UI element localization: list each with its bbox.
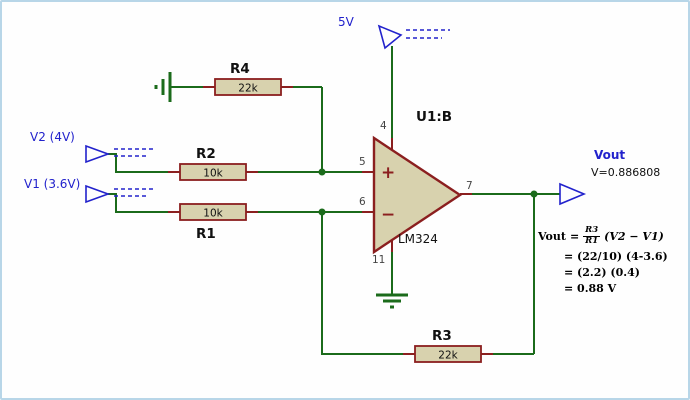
fraction-denominator: R1 [583, 235, 601, 246]
plus-input-sign: + [381, 163, 395, 183]
resistor-value: 10k [203, 208, 223, 220]
terminal-arrow-icon [85, 184, 111, 204]
terminal-v2[interactable]: V2 (4V) [30, 130, 156, 164]
wires [108, 46, 560, 355]
resistor-ref: R2 [196, 146, 216, 162]
resistor-value: 22k [238, 83, 258, 95]
junction-dot [318, 168, 326, 176]
pin-number-11: 11 [372, 254, 385, 266]
minus-input-sign: − [381, 205, 395, 225]
terminal-arrow-icon [85, 144, 111, 164]
pin-number-5: 5 [359, 156, 366, 168]
formula-line-2: = (22/10) (4-3.6) [564, 249, 668, 263]
formula-lhs: Vout [538, 229, 566, 243]
resistor-value: 22k [438, 350, 458, 362]
resistor-body [179, 203, 247, 221]
formula-line-3: = (2.2) (0.4) [564, 265, 640, 279]
terminal-arrow-icon [377, 24, 403, 50]
opamp-u1b[interactable]: + − U1:B LM324 5 6 4 7 11 [359, 109, 473, 266]
terminal-dashes [114, 148, 156, 157]
pin-number-6: 6 [359, 196, 366, 208]
formula-annotation: Vout = R3 R1 (V2 − V1) = (22/10) (4-3.6)… [538, 225, 688, 295]
ground-symbol-left[interactable] [154, 72, 172, 102]
ground-symbol-bottom[interactable] [376, 293, 408, 309]
resistor-r3[interactable]: R3 22k [403, 328, 493, 363]
formula-fraction: R3 R1 [583, 225, 601, 247]
net-label-vout: Vout [594, 148, 625, 162]
pin-number-4: 4 [380, 120, 387, 132]
resistor-body [414, 345, 482, 363]
resistor-r1[interactable]: R1 10k [168, 203, 258, 242]
terminal-dashes [114, 188, 156, 197]
vout-probe-value: V=0.886808 [591, 166, 660, 179]
formula-term: (V2 − V1) [604, 229, 664, 243]
net-label-v1: V1 (3.6V) [24, 177, 80, 191]
resistor-value: 10k [203, 168, 223, 180]
terminal-vout[interactable]: Vout V=0.886808 [559, 148, 660, 206]
formula-line-1: Vout = R3 R1 (V2 − V1) [538, 225, 688, 247]
formula-line-4: = 0.88 V [564, 281, 617, 295]
opamp-triangle [372, 135, 463, 255]
terminal-dashes [406, 29, 450, 39]
opamp-part-number: LM324 [398, 232, 438, 246]
fraction-numerator: R3 [585, 225, 599, 235]
formula-equals: = [569, 229, 580, 243]
resistor-r2[interactable]: R2 10k [168, 146, 258, 181]
opamp-pin-stubs [362, 138, 472, 252]
resistor-r4[interactable]: R4 22k [203, 61, 293, 96]
opamp-ref: U1:B [416, 109, 452, 125]
terminal-5v[interactable]: 5V [338, 15, 450, 50]
terminal-arrow-icon [559, 182, 587, 206]
pin-number-7: 7 [466, 180, 473, 192]
junction-dot [530, 190, 538, 198]
terminal-v1[interactable]: V1 (3.6V) [24, 177, 156, 204]
net-label-v2: V2 (4V) [30, 130, 75, 144]
resistor-ref: R4 [230, 61, 250, 77]
resistor-body [179, 163, 247, 181]
junction-dot [318, 208, 326, 216]
resistor-ref: R3 [432, 328, 452, 344]
net-label-5v: 5V [338, 15, 355, 29]
resistor-body [214, 78, 282, 96]
resistor-ref: R1 [196, 226, 216, 242]
